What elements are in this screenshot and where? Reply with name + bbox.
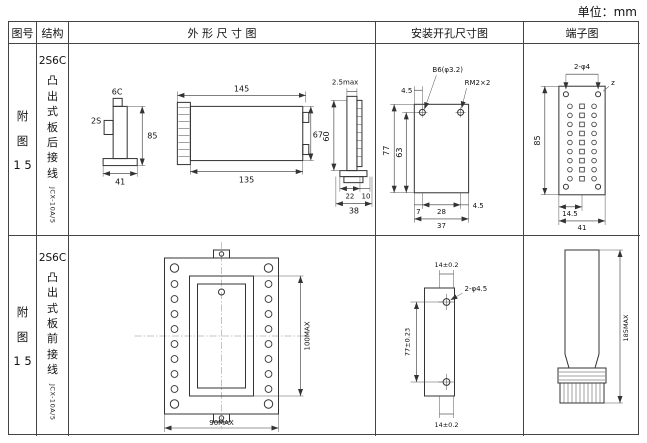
fig-char: 图 (16, 330, 29, 344)
rear-comb-hatch (356, 108, 362, 157)
header-outline: 外 形 尺 寸 图 (69, 22, 376, 44)
dim-135: 135 (239, 176, 254, 185)
dim-63: 63 (395, 147, 404, 157)
panel-cutout (413, 103, 470, 194)
header-structure: 结构 (37, 22, 69, 44)
dim-90max: 90MAX (209, 419, 234, 427)
structure-code: 2S6C (38, 251, 67, 264)
dim-6c: 6C (112, 87, 123, 96)
header-fig: 图号 (9, 22, 37, 44)
label-b6: B6(φ3.2) (432, 65, 463, 74)
fig-cell-row1: 附 图 1 5 (9, 44, 37, 236)
dim-85: 85 (533, 135, 542, 145)
dim-4-5-top: 4.5 (401, 86, 412, 95)
socket-front-view (164, 249, 279, 423)
label-2-phi45: 2-φ4.5 (465, 285, 488, 293)
dim-145: 145 (234, 84, 249, 93)
dim-22: 22 (345, 192, 354, 201)
fig-char: 附 (16, 108, 29, 123)
terminal-svg-row2: 185MAX (557, 249, 630, 404)
terminal-drawing-row1: 2-φ4 z 85 14.5 41 (524, 44, 640, 236)
outline-svg-row1: 6C 2S 85 41 (91, 77, 373, 216)
terminal-rows (567, 103, 597, 182)
mounting-drawing-row2: 14±0.2 2-φ4.5 77±0.23 14±0.2 (376, 236, 524, 436)
dim-41: 41 (578, 223, 587, 232)
dim-14-bottom: 14±0.2 (434, 421, 458, 429)
mounting-svg-row2: 14±0.2 2-φ4.5 77±0.23 14±0.2 (404, 261, 488, 429)
dim-14-top: 14±0.2 (434, 261, 458, 269)
fig-number: 1 5 (13, 354, 32, 368)
structure-part-no: JCX-10A/5 (48, 383, 57, 421)
terminal-svg-row1: 2-φ4 z 85 14.5 41 (533, 62, 615, 232)
mounting-drawing-row1: 4.5 B6(φ3.2) RM2×2 77 63 (376, 44, 524, 236)
structure-code: 2S6C (38, 55, 67, 68)
label-z: z (611, 78, 615, 87)
outline-drawing-row2: 100MAX 90MAX (69, 236, 376, 436)
dim-41: 41 (115, 178, 125, 187)
relay-side-view (102, 97, 138, 167)
terminal-hatch (178, 107, 190, 157)
dim-28: 28 (437, 207, 446, 216)
dim-37: 37 (437, 221, 446, 230)
outline-drawing-row1: 6C 2S 85 41 (69, 44, 376, 236)
dim-10: 10 (362, 192, 371, 201)
label-rm2x2: RM2×2 (465, 78, 491, 87)
dim-2-phi4: 2-φ4 (574, 62, 591, 71)
front-panel-plate (424, 287, 455, 397)
dim-100max: 100MAX (304, 321, 312, 350)
terminal-drawing-row2: 185MAX (524, 236, 640, 436)
fig-number: 1 5 (13, 157, 32, 172)
dim-7: 7 (416, 207, 420, 216)
header-mounting: 安装开孔尺寸图 (376, 22, 524, 44)
dim-38: 38 (349, 207, 359, 216)
dim-185max: 185MAX (622, 314, 630, 341)
structure-desc: 凸出式板前接线 (47, 270, 58, 377)
fig-char: 图 (16, 133, 29, 148)
structure-cell-row1: 2S6C 凸出式板后接线 JCX-10A/5 (37, 44, 69, 236)
dim-2-5max: 2.5max (332, 77, 358, 86)
spec-table: 图号 结构 外 形 尺 寸 图 安装开孔尺寸图 端子图 附 图 1 5 2S6C… (8, 21, 640, 436)
dim-14-5: 14.5 (562, 209, 578, 218)
dim-77: 77 (382, 145, 391, 155)
dim-4-5-right: 4.5 (473, 201, 484, 210)
dim-77-02: 77±0.23 (404, 328, 412, 356)
structure-part-no: JCX-10A/5 (48, 187, 57, 224)
header-terminal: 端子图 (524, 22, 640, 44)
structure-desc: 凸出式板后接线 (47, 74, 58, 180)
base-hatch (559, 371, 605, 403)
fig-cell-row2: 附 图 1 5 (9, 236, 37, 436)
fig-char: 附 (16, 305, 29, 319)
dim-85: 85 (147, 131, 157, 140)
unit-label: 单位：mm (577, 5, 637, 19)
dim-67: 67 (313, 130, 323, 139)
outline-svg-row2: 100MAX 90MAX (134, 242, 312, 432)
relay-front-view (176, 101, 310, 166)
relay-rear-side-view (339, 95, 368, 184)
mounting-svg-row1: 4.5 B6(φ3.2) RM2×2 77 63 (382, 65, 491, 230)
dim-60: 60 (322, 131, 331, 141)
structure-cell-row2: 2S6C 凸出式板前接线 JCX-10A/5 (37, 236, 69, 436)
dim-2s: 2S (91, 116, 101, 125)
